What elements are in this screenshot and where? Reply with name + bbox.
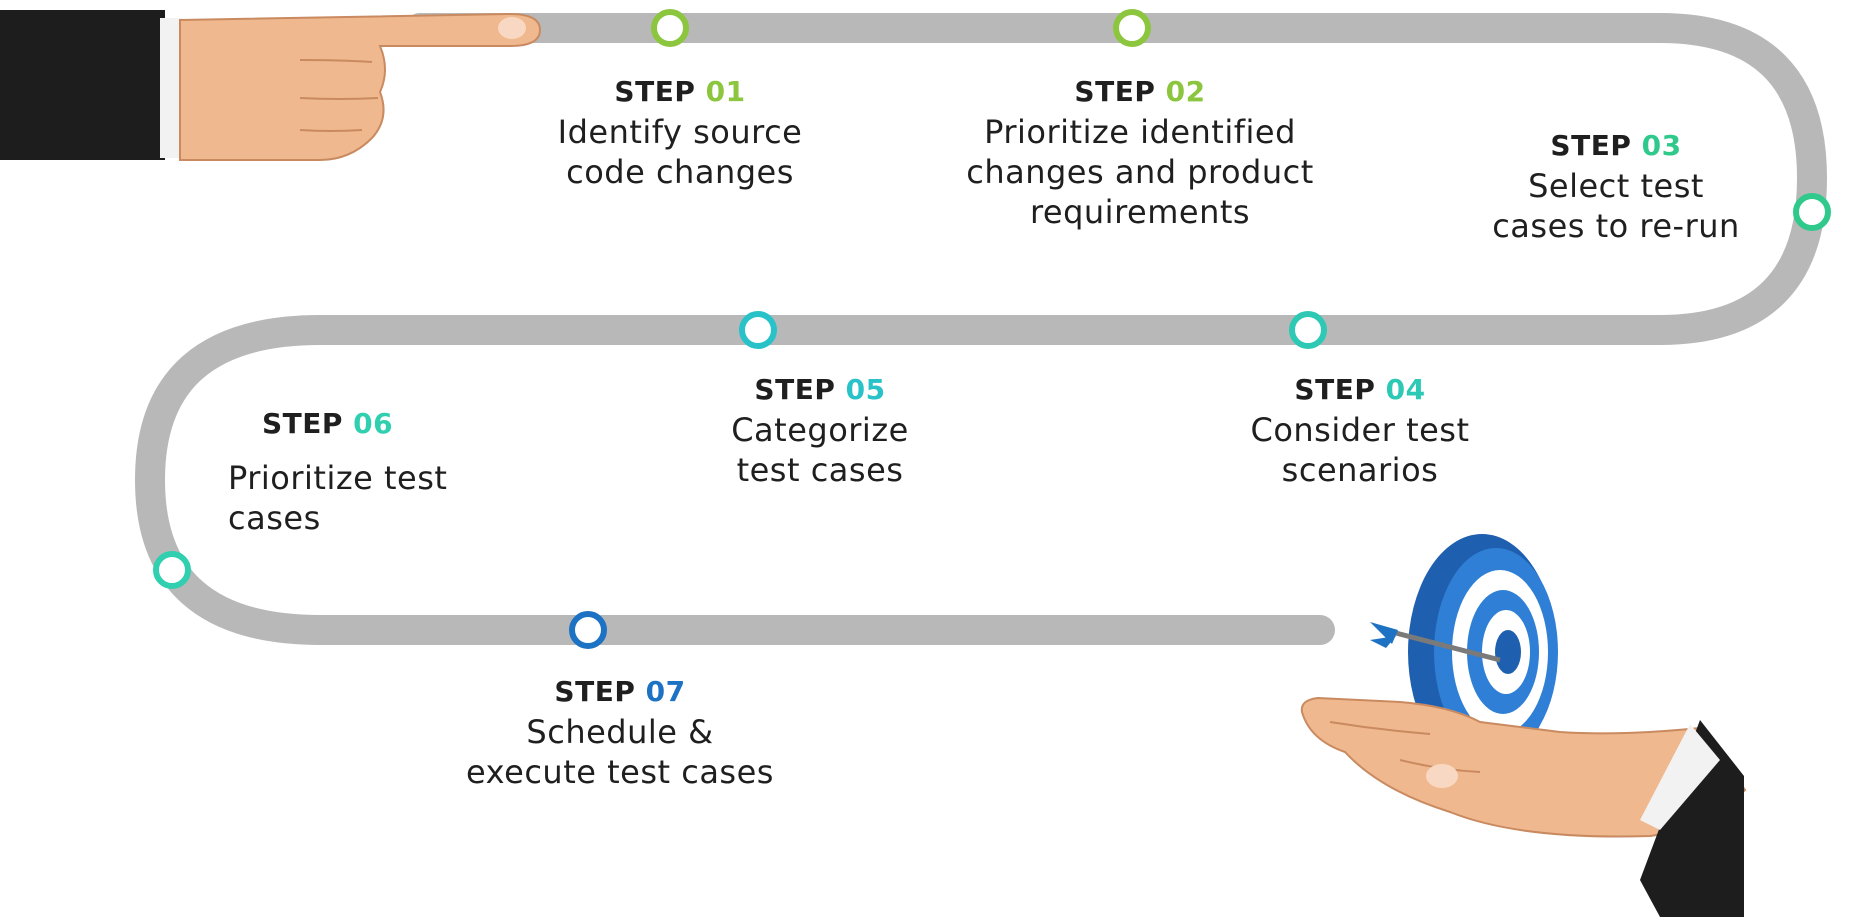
step-number: 04 xyxy=(1385,373,1426,406)
step-07-heading: STEP 07 xyxy=(420,672,820,712)
step-label: STEP xyxy=(1074,75,1156,108)
step-07: STEP 07 Schedule & execute test cases xyxy=(420,672,820,792)
step-02-desc-line-2: changes and product xyxy=(966,153,1314,191)
step-marker-07 xyxy=(569,611,607,649)
step-marker-05 xyxy=(739,311,777,349)
step-label: STEP xyxy=(262,407,343,440)
step-03-desc-line-2: cases to re-run xyxy=(1492,207,1740,245)
step-number: 05 xyxy=(845,373,886,406)
step-05-heading: STEP 05 xyxy=(670,370,970,410)
step-07-desc-line-1: Schedule & xyxy=(526,713,714,751)
step-label: STEP xyxy=(614,75,696,108)
pointing-hand-icon xyxy=(0,10,542,161)
open-hand-icon xyxy=(1300,696,1747,917)
step-number: 02 xyxy=(1165,75,1206,108)
step-label: STEP xyxy=(1294,373,1376,406)
step-04-heading: STEP 04 xyxy=(1210,370,1510,410)
step-04-desc-line-1: Consider test xyxy=(1250,411,1470,449)
step-06-desc-line-1: Prioritize test xyxy=(228,459,448,497)
step-03-heading: STEP 03 xyxy=(1466,126,1766,166)
step-01-desc-line-2: code changes xyxy=(566,153,794,191)
step-marker-03 xyxy=(1793,193,1831,231)
step-marker-01 xyxy=(651,9,689,47)
step-06-heading: STEP 06 xyxy=(262,404,548,444)
step-02-desc-line-3: requirements xyxy=(1029,193,1251,231)
step-03-desc-line-1: Select test xyxy=(1528,167,1704,205)
step-01-desc-line-1: Identify source xyxy=(557,113,803,151)
step-03: STEP 03 Select test cases to re-run xyxy=(1466,126,1766,246)
step-01-heading: STEP 01 xyxy=(530,72,830,112)
step-number: 03 xyxy=(1641,129,1682,162)
step-label: STEP xyxy=(1550,129,1632,162)
step-label: STEP xyxy=(554,675,636,708)
step-marker-02 xyxy=(1113,9,1151,47)
step-04-desc-line-2: scenarios xyxy=(1281,451,1439,489)
step-02-heading: STEP 02 xyxy=(900,72,1380,112)
step-02: STEP 02 Prioritize identified changes an… xyxy=(900,72,1380,232)
step-02-desc-line-1: Prioritize identified xyxy=(984,113,1296,151)
step-marker-04 xyxy=(1289,311,1327,349)
step-number: 01 xyxy=(705,75,746,108)
step-number: 07 xyxy=(645,675,686,708)
step-01: STEP 01 Identify source code changes xyxy=(530,72,830,192)
step-05-desc-line-2: test cases xyxy=(736,451,904,489)
step-marker-06 xyxy=(153,551,191,589)
step-04: STEP 04 Consider test scenarios xyxy=(1210,370,1510,490)
step-07-desc-line-2: execute test cases xyxy=(466,753,774,791)
step-label: STEP xyxy=(754,373,836,406)
step-06-desc-line-2: cases xyxy=(228,499,321,537)
step-05-desc-line-1: Categorize xyxy=(731,411,909,449)
step-number: 06 xyxy=(353,407,394,440)
step-05: STEP 05 Categorize test cases xyxy=(670,370,970,490)
step-06: STEP 06 Prioritize test cases xyxy=(228,404,548,538)
